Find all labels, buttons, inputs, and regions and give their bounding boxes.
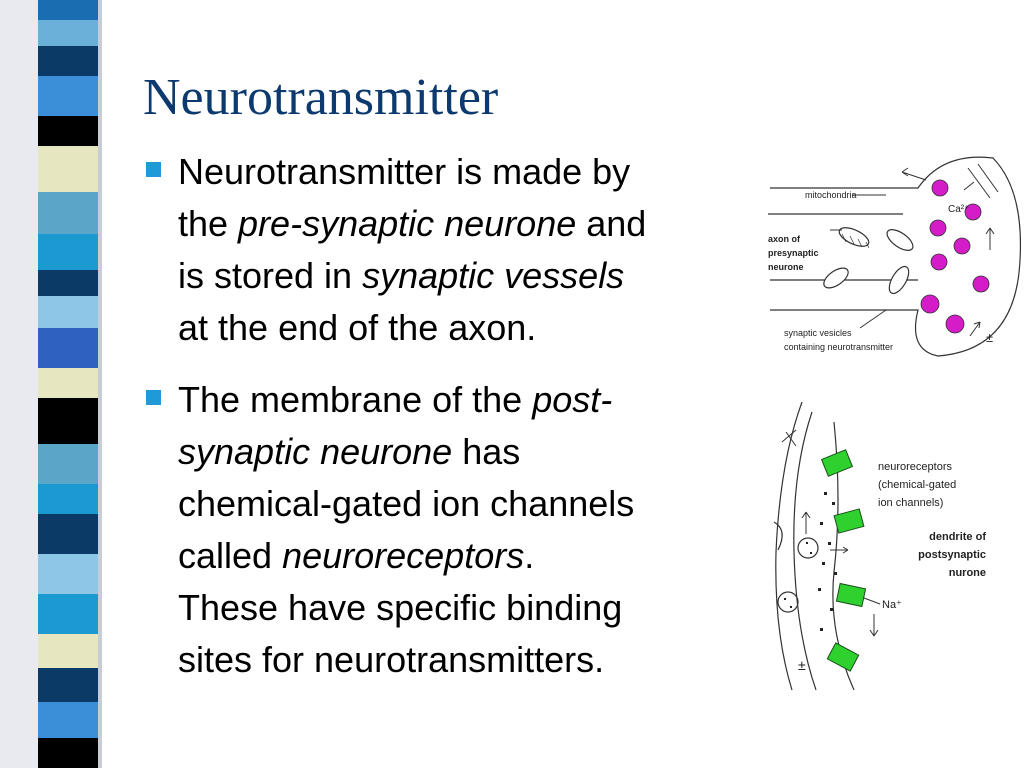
label-axon-line1: axon of bbox=[768, 234, 801, 244]
label-neuroreceptors-line3: ion channels) bbox=[878, 497, 943, 509]
label-sodium: Na⁺ bbox=[882, 599, 902, 611]
label-plusminus-top: ± bbox=[986, 330, 993, 345]
bullet-line: These have specific binding bbox=[178, 587, 623, 628]
italic-term: pre-synaptic neurone bbox=[238, 203, 577, 244]
italic-term: synaptic neurone bbox=[178, 431, 453, 472]
label-dendrite-line1: dendrite of bbox=[929, 531, 986, 543]
bullet-line: called neuroreceptors. bbox=[178, 535, 535, 576]
bullet-text-2: The membrane of the post-synaptic neuron… bbox=[178, 374, 778, 686]
bullet-square-icon bbox=[146, 390, 161, 405]
bullet-line: synaptic neurone has bbox=[178, 431, 521, 472]
presynaptic-terminal-diagram: mitochondria axon of presynaptic neurone… bbox=[768, 156, 1022, 357]
bullet-point-1: Neurotransmitter is made by the pre-synap… bbox=[146, 146, 766, 356]
bullet-line: at the end of the axon. bbox=[178, 307, 537, 348]
postsynaptic-dendrite-diagram: neuroreceptors (chemical-gated ion chann… bbox=[773, 402, 986, 690]
stripe-blocks bbox=[38, 0, 98, 768]
italic-term: neuroreceptors bbox=[282, 535, 525, 576]
italic-term: post- bbox=[532, 379, 613, 420]
bullet-line: The membrane of the post- bbox=[178, 379, 613, 420]
label-dendrite-line2: postsynaptic bbox=[918, 549, 986, 561]
slide-title: Neurotransmitter bbox=[143, 69, 499, 126]
bullet-line: sites for neurotransmitters. bbox=[178, 639, 605, 680]
label-vesicles-line1: synaptic vesicles bbox=[784, 328, 852, 338]
italic-term: synaptic vessels bbox=[362, 255, 625, 296]
label-plusminus-bottom: ± bbox=[798, 657, 806, 673]
decorative-stripe-bar bbox=[0, 0, 120, 768]
neurotransmitter-dots bbox=[784, 492, 837, 631]
label-mitochondria: mitochondria bbox=[805, 190, 857, 200]
synaptic-vesicles bbox=[920, 179, 990, 334]
bullet-line: is stored in synaptic vessels bbox=[178, 255, 625, 296]
label-calcium: Ca²⁺ bbox=[948, 204, 969, 215]
label-vesicles-line2: containing neurotransmitter bbox=[784, 342, 893, 352]
bullet-line: Neurotransmitter is made by bbox=[178, 151, 631, 192]
label-dendrite-line3: nurone bbox=[949, 567, 986, 579]
label-neuroreceptors-line1: neuroreceptors bbox=[878, 461, 952, 473]
bullet-point-2: The membrane of the post-synaptic neuron… bbox=[146, 374, 766, 704]
bullet-line: chemical-gated ion channels bbox=[178, 483, 635, 524]
label-axon-line2: presynaptic bbox=[768, 248, 819, 258]
label-neuroreceptors-line2: (chemical-gated bbox=[878, 479, 956, 491]
bullet-text-1: Neurotransmitter is made by the pre-synap… bbox=[178, 146, 778, 354]
neuroreceptor-channels bbox=[820, 449, 867, 672]
label-axon-line3: neurone bbox=[768, 262, 804, 272]
mitochondria-group bbox=[823, 227, 914, 295]
bullet-square-icon bbox=[146, 162, 161, 177]
bullet-line: the pre-synaptic neurone and bbox=[178, 203, 647, 244]
